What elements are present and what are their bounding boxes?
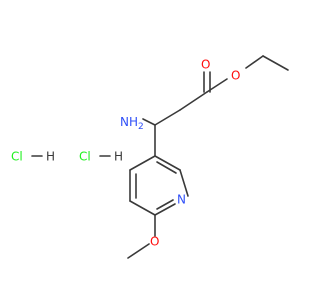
bond-ch2-ch <box>154 109 181 126</box>
ester-oxygen-label: O <box>231 69 240 83</box>
bond-ring-c6-n <box>154 203 176 216</box>
bond-carbonyl-ch2 <box>179 91 208 111</box>
bond-ring-inner-b <box>156 161 177 174</box>
bond-ring-c2-c3 <box>154 155 181 171</box>
bond-ethyl-ch2-o <box>245 55 264 69</box>
bond-ch-amine <box>142 118 156 126</box>
amine-subscript-label: 2 <box>138 122 144 132</box>
bond-ring-n-c2 <box>179 169 189 197</box>
hydrogen-2-label: H <box>114 150 123 164</box>
carbonyl-oxygen-label: O <box>201 58 210 72</box>
chloride-1-label: Cl <box>11 150 23 164</box>
bonds <box>31 55 289 259</box>
hydrogen-1-label: H <box>46 150 55 164</box>
bond-ring-c3-c4 <box>129 155 156 171</box>
bond-ring-c5-c6 <box>129 200 156 216</box>
bond-methoxy-ch3 <box>127 243 150 259</box>
bond-ethyl-ch3-ch2 <box>262 55 289 71</box>
atom-labels: O O NH2 N O Cl H Cl H <box>11 58 240 249</box>
ring-nitrogen-label: N <box>177 193 186 207</box>
amine-nh-label: NH <box>120 115 138 129</box>
bond-ring-inner-c <box>156 199 174 210</box>
methoxy-oxygen-label: O <box>150 235 159 249</box>
molecule-canvas: O O NH2 N O Cl H Cl H <box>11 55 289 259</box>
amine-label: NH2 <box>120 115 144 132</box>
chloride-2-label: Cl <box>79 150 91 164</box>
structure-diagram: O O NH2 N O Cl H Cl H <box>11 55 289 259</box>
